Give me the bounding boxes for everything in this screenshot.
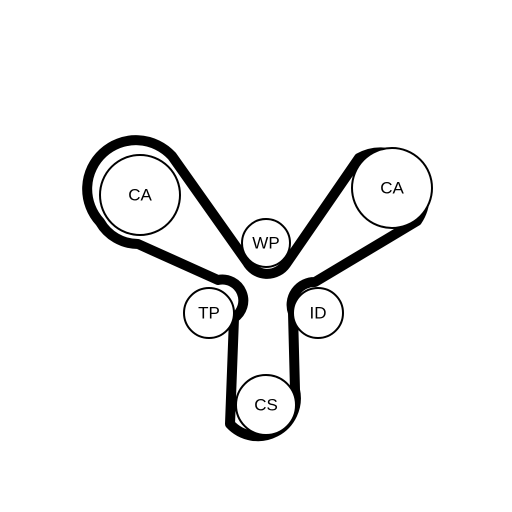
pulley-tp-label: TP xyxy=(198,304,220,323)
pulley-id-label: ID xyxy=(310,304,327,323)
pulley-cs-label: CS xyxy=(254,396,278,415)
pulley-tp-circle xyxy=(183,287,235,339)
pulley-tp: TP xyxy=(183,287,235,339)
pulley-cs-circle xyxy=(235,374,297,436)
pulley-ca-left-label: CA xyxy=(128,186,152,205)
pulley-ca-left-circle xyxy=(99,154,181,236)
pulley-wp-label: WP xyxy=(252,234,279,253)
pulley-wp: WP xyxy=(241,218,291,268)
pulley-ca-right: CA xyxy=(351,147,433,229)
pulley-wp-circle xyxy=(241,218,291,268)
pulley-cs: CS xyxy=(235,374,297,436)
timing-belt xyxy=(82,135,430,442)
pulley-id-circle xyxy=(292,287,344,339)
pulley-ca-left: CA xyxy=(99,154,181,236)
pulley-ca-right-circle xyxy=(351,147,433,229)
pulley-id: ID xyxy=(292,287,344,339)
pulley-ca-right-label: CA xyxy=(380,179,404,198)
